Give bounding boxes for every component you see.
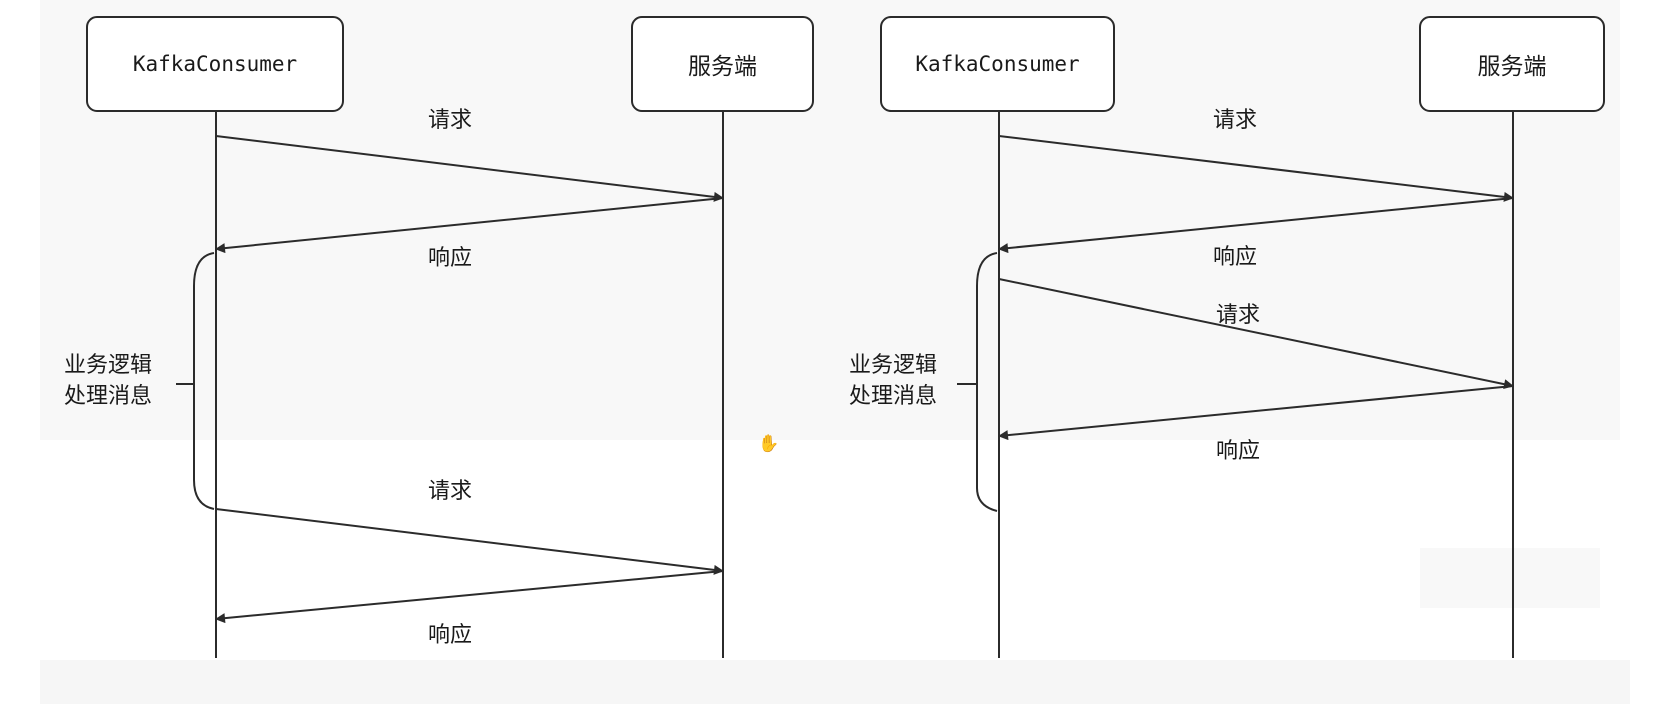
right-server-label: 服务端 — [1477, 54, 1547, 80]
right-client-label: KafkaConsumer — [915, 52, 1080, 76]
left-note-line-1: 业务逻辑 — [64, 353, 153, 378]
right-processing-note: 业务逻辑 处理消息 — [849, 350, 937, 412]
right-message-arrow-2 — [998, 197, 1514, 254]
left-processing-note: 业务逻辑 处理消息 — [64, 350, 152, 412]
hand-cursor-icon: ✋ — [758, 434, 780, 454]
left-message-label-4: 响应 — [428, 623, 473, 648]
left-note-line-2: 处理消息 — [64, 384, 153, 409]
right-message-arrow-3 — [998, 278, 1514, 390]
right-message-label-3: 请求 — [1216, 303, 1261, 328]
right-server-box: 服务端 — [1419, 16, 1605, 112]
right-message-label-1: 请求 — [1213, 108, 1258, 133]
right-message-label-4: 响应 — [1216, 439, 1261, 464]
left-processing-bracket — [193, 252, 215, 510]
left-message-arrow-4 — [215, 570, 724, 624]
left-message-arrow-2 — [215, 197, 724, 254]
left-client-box: KafkaConsumer — [86, 16, 344, 112]
right-processing-bracket — [976, 252, 998, 512]
left-message-label-1: 请求 — [428, 108, 473, 133]
left-server-box: 服务端 — [631, 16, 814, 112]
left-message-arrow-3 — [215, 508, 724, 575]
left-server-label: 服务端 — [688, 54, 757, 80]
right-message-label-2: 响应 — [1213, 245, 1258, 270]
right-note-line-2: 处理消息 — [849, 384, 938, 409]
right-client-box: KafkaConsumer — [880, 16, 1115, 112]
left-client-label: KafkaConsumer — [132, 52, 298, 76]
left-message-arrow-1 — [215, 135, 724, 202]
right-message-arrow-4 — [998, 385, 1514, 441]
left-message-label-3: 请求 — [428, 479, 473, 504]
right-message-arrow-1 — [998, 135, 1514, 202]
left-message-label-2: 响应 — [428, 246, 473, 271]
right-note-line-1: 业务逻辑 — [849, 353, 938, 378]
